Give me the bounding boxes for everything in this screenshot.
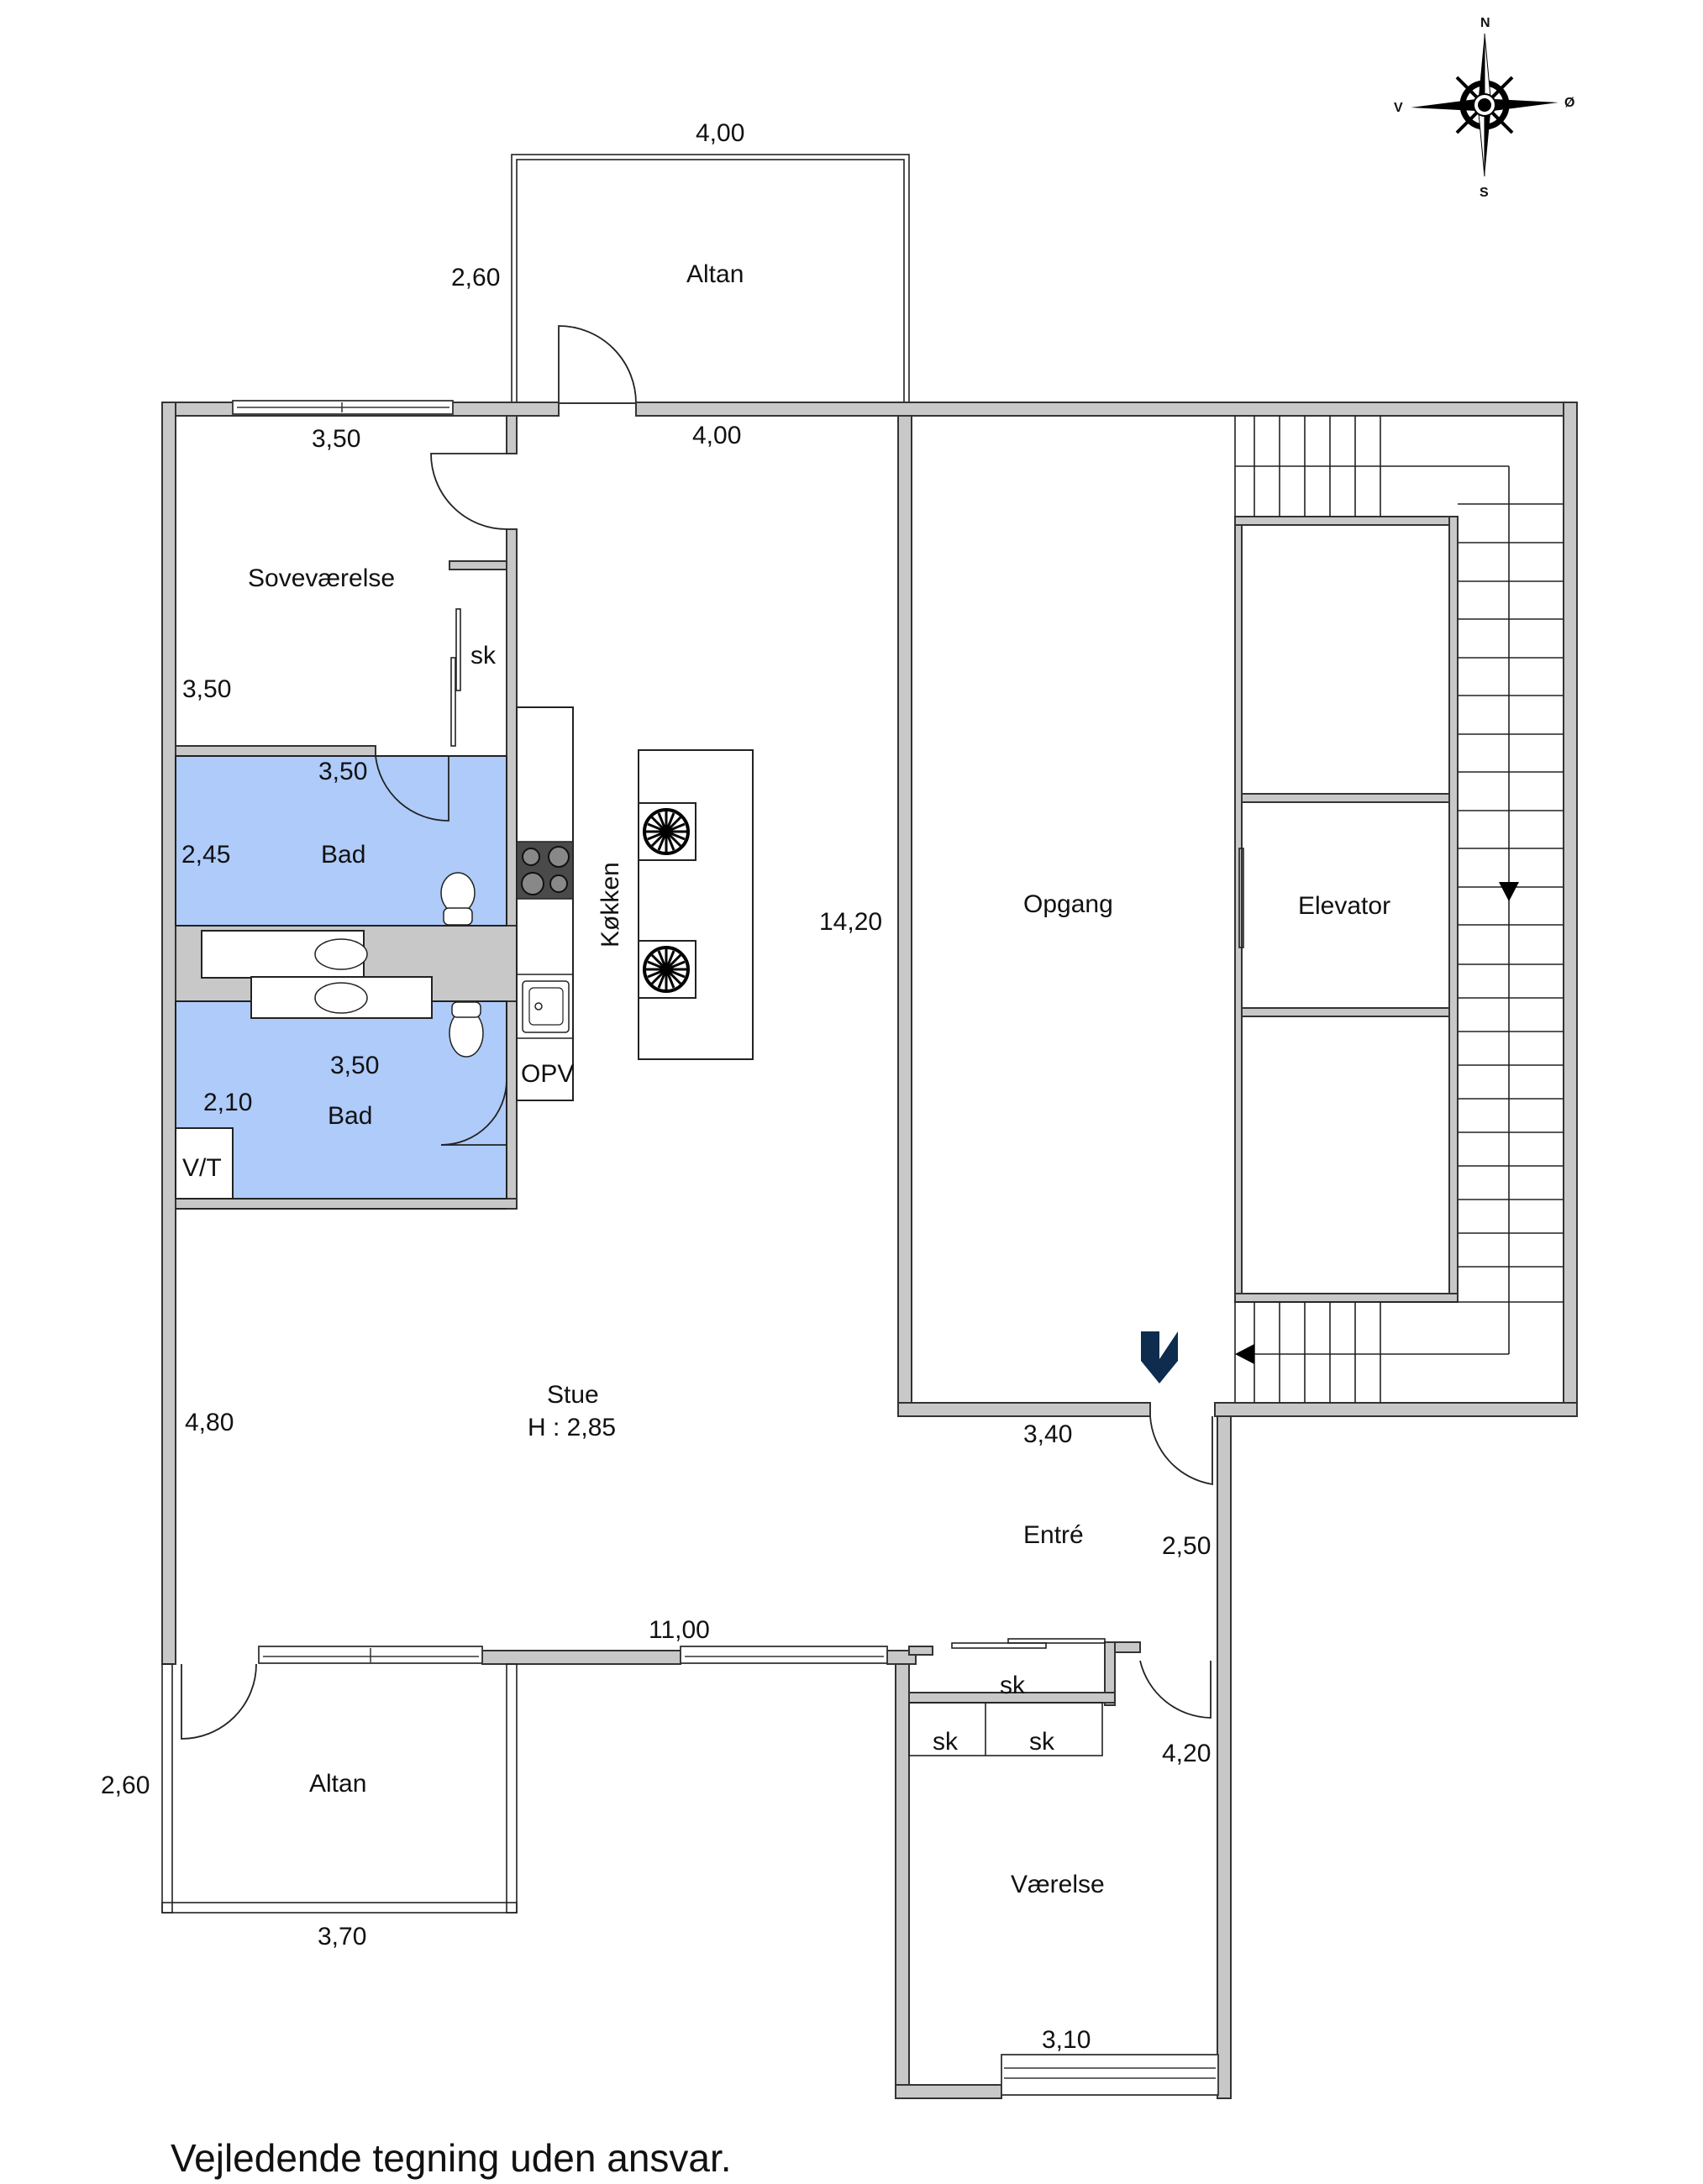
compass-east-label: Ø [1564,96,1574,110]
dim-vaerelse-width: 3,10 [1042,2026,1091,2054]
compass-south-label: S [1480,186,1489,200]
room-stue: Stue H : 2,85 14,20 4,80 11,00 [176,908,882,1644]
dim-sovevaerelse-depth: 3,50 [182,675,231,703]
bedroom-door-swing [430,453,507,530]
compass-north-label: N [1480,16,1490,30]
utility-label-vt: V/T [182,1154,222,1182]
room-sovevaerelse: Soveværelse 3,50 3,50 sk [182,425,507,747]
room-label-bad-1: Bad [321,841,365,869]
dim-stue-width: 11,00 [649,1616,710,1644]
disclaimer-text: Vejledende tegning uden ansvar. [171,2136,732,2180]
dim-koekken-width: 4,00 [692,422,741,449]
dim-bad1-depth: 2,45 [181,841,230,869]
kitchen-island [638,749,754,1060]
room-label-stue: Stue [547,1381,599,1409]
compass-west-label: V [1394,101,1403,115]
room-entre: Entré 3,40 2,50 sk sk sk [908,1415,1213,1756]
fan-icon [643,946,690,993]
closet-label-entre-1: sk [1000,1672,1026,1699]
closet-label-entre-2: sk [933,1728,959,1756]
dim-vaerelse-depth: 4,20 [1162,1740,1211,1767]
dim-altan-top-depth: 2,60 [451,264,500,291]
room-label-altan-bottom: Altan [309,1770,366,1798]
room-label-vaerelse: Værelse [1011,1871,1105,1898]
toilet-icon [440,872,476,914]
room-label-elevator: Elevator [1298,892,1390,920]
room-label-opgang: Opgang [1023,890,1113,918]
dim-altan-bottom-width: 3,70 [318,1923,366,1950]
room-label-koekken: Køkken [597,862,624,948]
fan-icon [643,808,690,855]
room-vaerelse: Værelse 3,10 4,20 [1011,1740,1211,2054]
room-bad-2: Bad 3,50 2,10 V/T [175,976,507,1200]
room-label-entre: Entré [1023,1521,1084,1549]
entre-door-swing [1149,1415,1213,1486]
dim-entre-depth: 2,50 [1162,1532,1211,1560]
staircase [1234,416,1564,1403]
sink-icon [314,938,368,970]
vaerelse-door-swing [1139,1660,1212,1719]
compass-rose-icon: N S V Ø [1394,16,1574,200]
walls [161,402,1578,2099]
room-bad-1: Bad 3,50 2,45 [175,755,507,979]
dim-bad2-depth: 2,10 [203,1089,252,1116]
room-label-sovevaerelse: Soveværelse [248,564,395,592]
stair-arrow-down-icon [1499,882,1519,901]
dim-bad2-width: 3,50 [330,1052,379,1079]
balcony-bottom-door-swing [181,1663,257,1740]
room-height-stue: H : 2,85 [528,1414,616,1441]
entrance-marker-icon [1141,1331,1178,1383]
balcony-bottom: Altan 3,70 2,60 [101,1663,518,1950]
balcony-door-swing [558,325,637,404]
room-label-bad-2: Bad [328,1102,372,1130]
closet-label-entre-3: sk [1029,1728,1055,1756]
dim-entre-width: 3,40 [1023,1420,1072,1448]
sink-icon [314,982,368,1014]
dim-stue-length: 14,20 [819,908,882,936]
windows [232,400,1219,2096]
bad1-door-swing [375,755,449,822]
dim-bad1-width: 3,50 [318,758,367,785]
closet-label-bedroom: sk [470,642,497,669]
dim-altan-top-width: 4,00 [696,119,744,147]
dim-altan-bottom-depth: 2,60 [101,1772,150,1799]
stair-arrow-left-icon [1235,1344,1254,1364]
bad2-door-swing [440,1079,507,1146]
dim-sovevaerelse-width: 3,50 [312,425,360,453]
room-koekken: OPV Køkken 4,00 [516,422,754,1101]
appliance-label-opv: OPV [521,1060,574,1088]
room-opgang: Opgang [1023,416,1564,1403]
room-elevator: Elevator [1238,848,1390,948]
kitchen-counter [516,706,574,1101]
room-label-altan-top: Altan [686,260,744,288]
dim-stue-depth: 4,80 [185,1409,234,1436]
